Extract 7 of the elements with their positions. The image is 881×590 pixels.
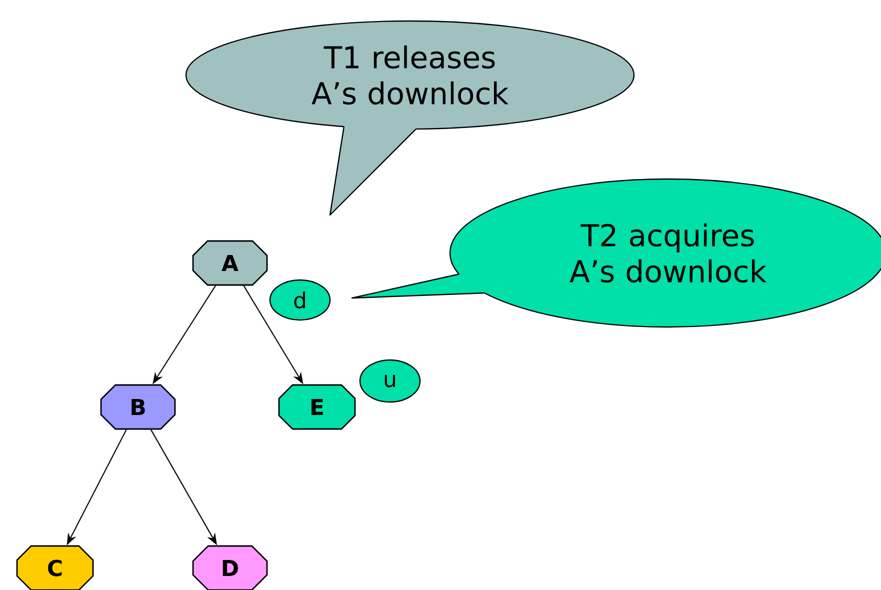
tree-node: D [192, 545, 268, 590]
tree-node: B [100, 384, 176, 430]
speech-bubble: T2 acquires A’s downlock [351, 178, 881, 328]
speech-bubble: T1 releases A’s downlock [185, 20, 635, 216]
tree-node: C [16, 545, 94, 590]
tree-node: E [278, 384, 356, 430]
tree-node: A [192, 240, 268, 286]
